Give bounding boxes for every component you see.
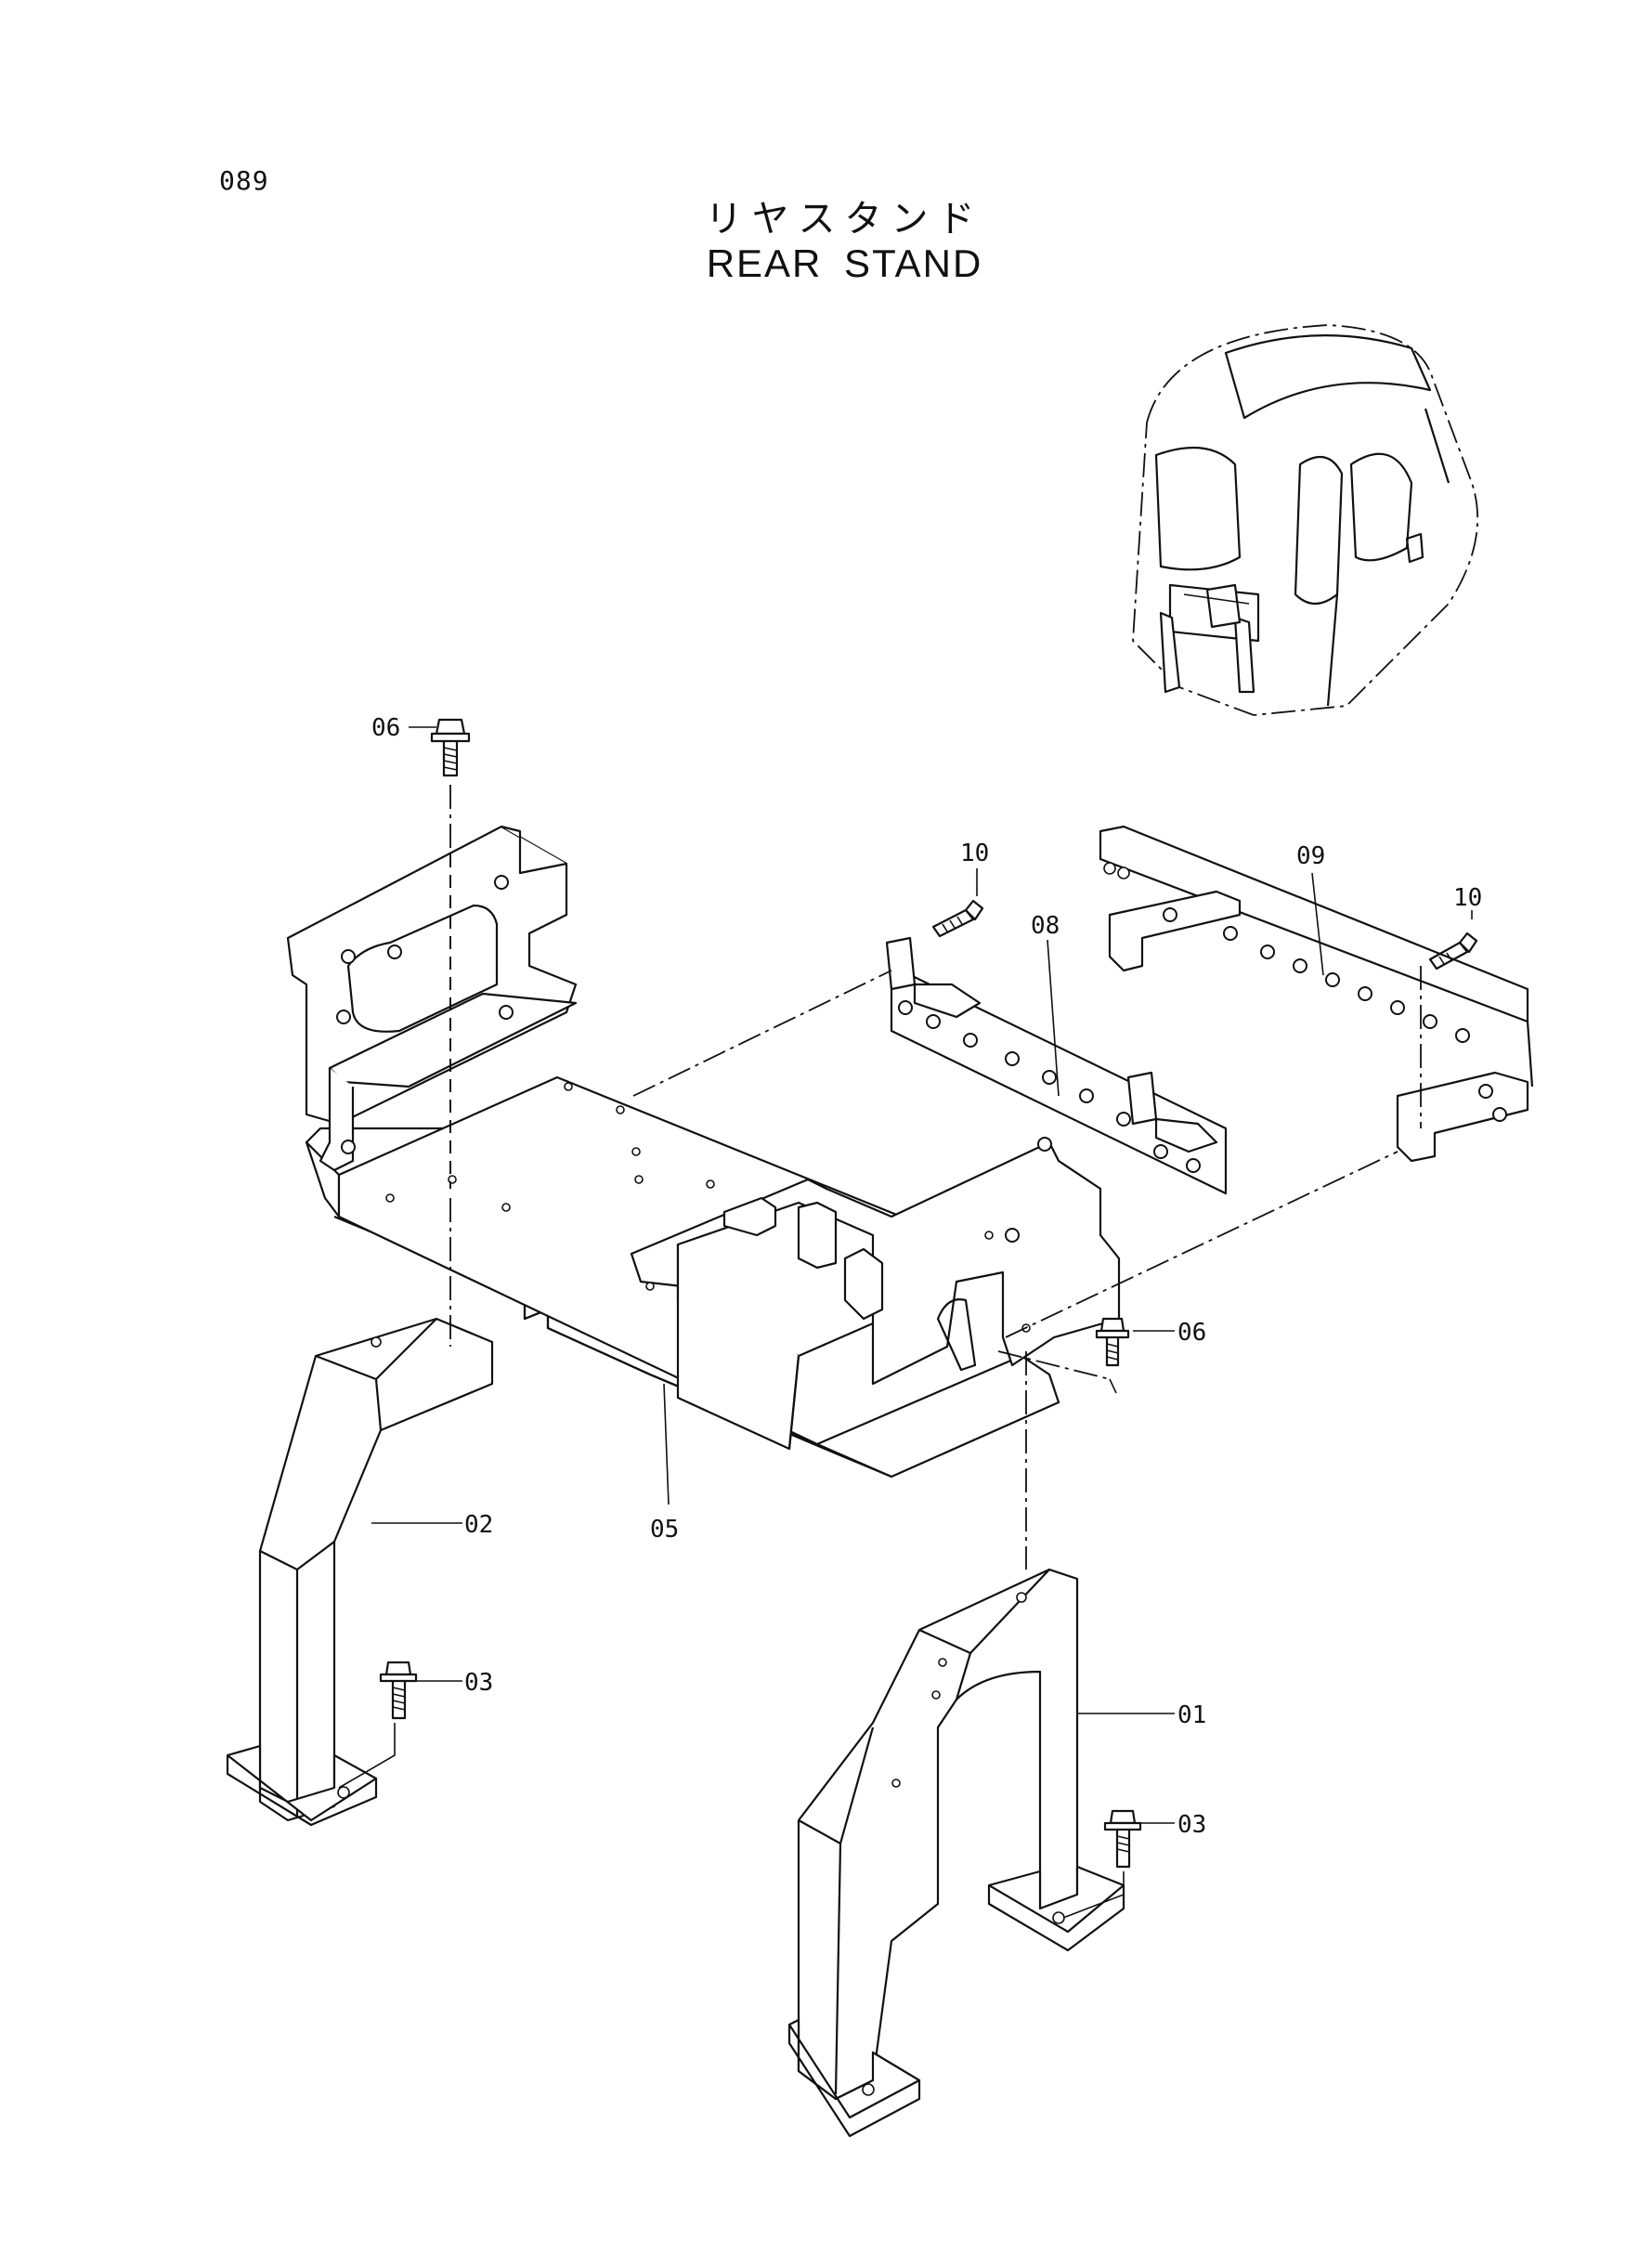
callout-06-top: 06 — [371, 714, 400, 742]
callout-06-right: 06 — [1177, 1319, 1206, 1347]
part-05-base-stand — [286, 825, 1121, 1479]
title-japanese: リヤスタンド — [705, 198, 984, 241]
callout-labels: 06 10 08 09 10 06 05 02 03 01 03 — [371, 714, 1482, 1839]
callout-03-left: 03 — [464, 1669, 493, 1697]
part-08-bracket — [885, 936, 1228, 1195]
page-number: 089 — [219, 165, 269, 196]
assembly-lines — [338, 785, 1422, 1919]
bolt-03-left — [379, 1661, 418, 1720]
callout-03-right: 03 — [1177, 1811, 1206, 1839]
callout-10-left: 10 — [960, 840, 989, 867]
part-09-nuts — [1163, 907, 1507, 1122]
callout-01: 01 — [1177, 1701, 1206, 1729]
floor-plate-holes — [385, 1082, 1031, 1333]
part-08-nuts — [898, 1000, 1201, 1173]
part-01-leg — [787, 1568, 1125, 2138]
bolt-10-left — [931, 899, 984, 938]
callout-05: 05 — [650, 1516, 679, 1544]
part-02-leg — [226, 1317, 494, 1827]
callout-09: 09 — [1296, 842, 1325, 870]
left-bracket-nuts — [336, 875, 1052, 1243]
title-english: REAR STAND — [706, 241, 983, 285]
bolt-06-top — [430, 718, 471, 777]
bolt-10-right — [1428, 932, 1478, 971]
leader-lines — [371, 726, 1473, 1824]
bolt-03-right — [1103, 1809, 1142, 1869]
bolt-06-right — [1095, 1317, 1130, 1367]
callout-02: 02 — [464, 1511, 493, 1539]
callout-08: 08 — [1031, 912, 1060, 940]
cab-reference-sketch — [1132, 324, 1479, 716]
callout-10-right: 10 — [1453, 884, 1482, 912]
